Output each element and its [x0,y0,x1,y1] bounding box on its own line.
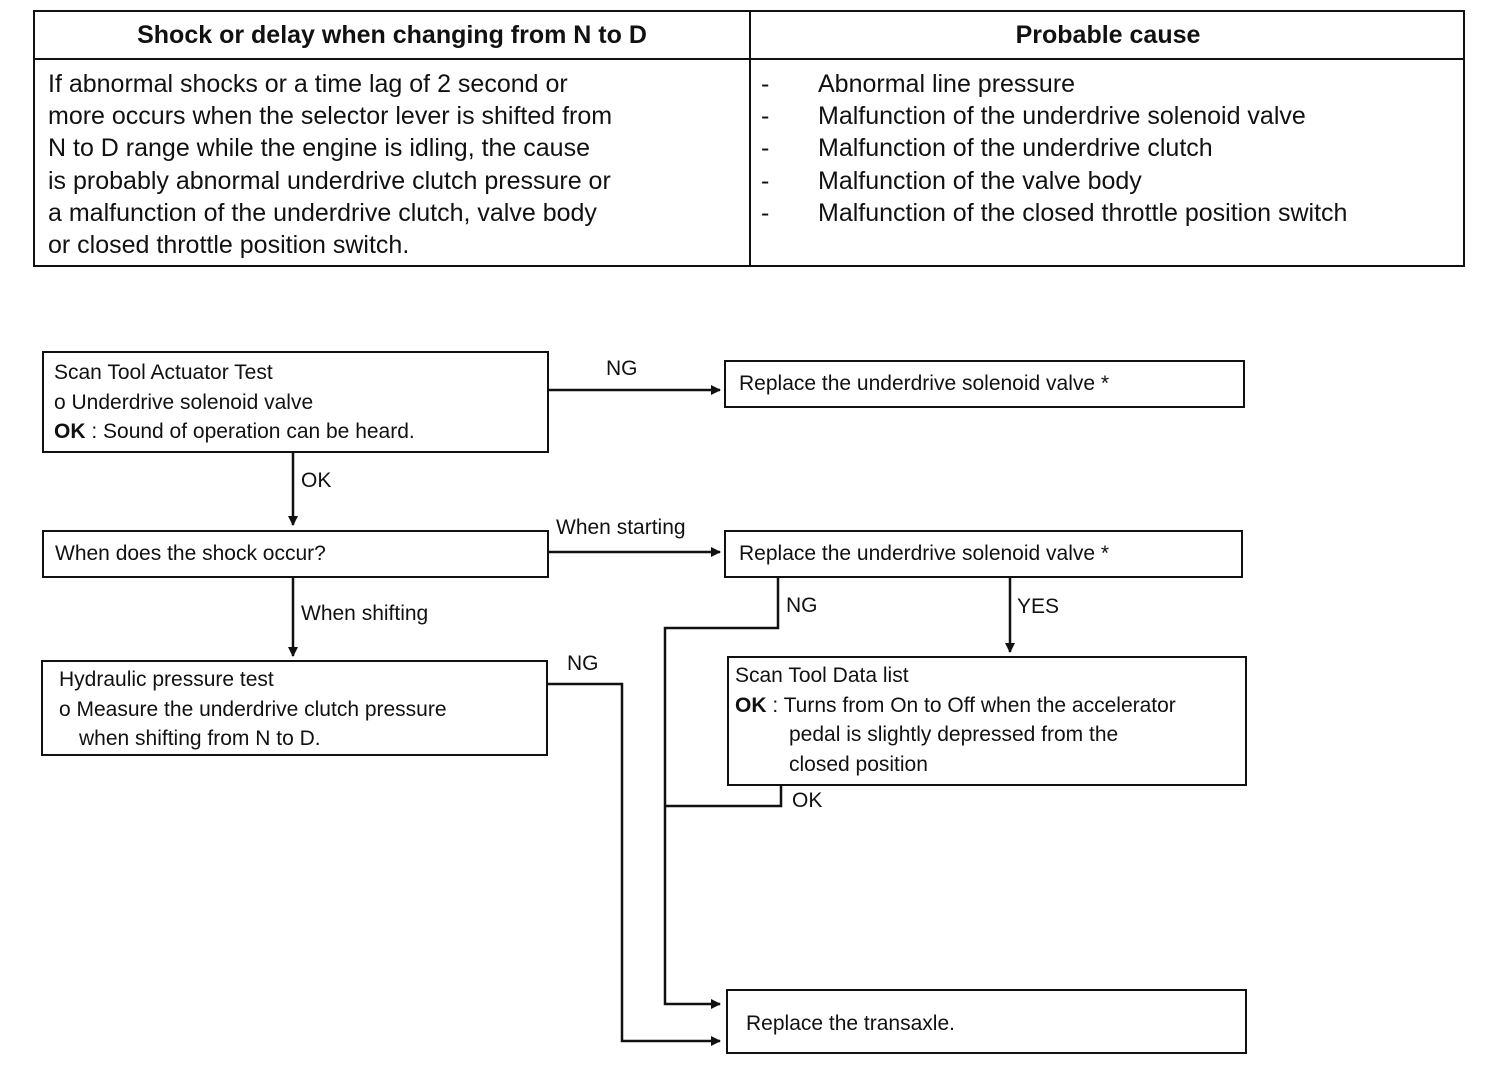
cause-text: Malfunction of the underdrive clutch [818,134,1213,163]
cause-item: - Malfunction of the closed throttle posi… [761,197,1451,229]
shock-question-box: When does the shock occur? [42,530,549,578]
description-line: or closed throttle position switch. [48,231,410,260]
diagnosis-table: Shock or delay when changing from N to D… [33,10,1465,267]
ok-key: OK [54,420,86,443]
description-line: is probably abnormal underdrive clutch p… [48,166,611,195]
actuator-test-item: o Underdrive solenoid valve [54,390,314,414]
bullet-dash: - [761,198,770,227]
hydraulic-test-title: Hydraulic pressure test [59,668,274,691]
table-header-divider [35,58,1463,60]
replace-transaxle-box: Replace the transaxle. [726,989,1247,1054]
ok-sep: : [766,693,784,717]
cause-text: Malfunction of the valve body [818,166,1142,195]
data-list-title: Scan Tool Data list [735,664,909,687]
symptom-header: Shock or delay when changing from N to D [137,21,647,49]
label-when-starting: When starting [556,516,686,539]
probable-cause-header: Probable cause [1015,21,1201,49]
replace-solenoid-box-2: Replace the underdrive solenoid valve * [724,530,1243,578]
ok-text: : Sound of operation can be heard. [85,420,415,443]
ok-text: Turns from On to Off when the accelerato… [783,693,1176,717]
ok-key: OK [735,693,767,717]
data-list-ok-cont: closed position [789,752,928,776]
label-ok-actuator: OK [301,469,332,492]
description-line: a malfunction of the underdrive clutch, … [48,198,597,227]
cause-item: - Malfunction of the underdrive solenoid … [761,100,1451,132]
arrow-solenoid-ng [663,578,780,1009]
label-yes: YES [1017,595,1060,618]
label-when-shifting: When shifting [301,602,429,625]
data-list-ok: OK : Turns from On to Off when the accel… [735,691,1245,721]
arrow-hydraulic-ng [547,682,721,1046]
replace-solenoid-box-1: Replace the underdrive solenoid valve * [724,360,1245,408]
hydraulic-test-item-cont: when shifting from N to D. [79,727,321,750]
label-ng-solenoid: NG [786,594,818,617]
hydraulic-test-box: Hydraulic pressure test o Measure the un… [41,660,548,756]
shock-question-text: When does the shock occur? [55,542,326,565]
bullet-dash: - [761,102,770,131]
description-line: If abnormal shocks or a time lag of 2 se… [48,70,568,98]
symptom-description: If abnormal shocks or a time lag of 2 se… [48,68,738,261]
description-line: N to D range while the engine is idling,… [48,134,590,163]
cause-text: Malfunction of the closed throttle posit… [818,198,1348,227]
replace-solenoid-text-1: Replace the underdrive solenoid valve * [739,372,1110,395]
cause-text: Malfunction of the underdrive solenoid v… [818,102,1306,131]
data-list-box: Scan Tool Data list OK : Turns from On t… [727,656,1247,786]
probable-cause-list: - Abnormal line pressure - Malfunction of … [761,68,1451,229]
cause-item: - Malfunction of the underdrive clutch [761,132,1451,164]
cause-item: - Malfunction of the valve body [761,165,1451,197]
cause-item: - Abnormal line pressure [761,68,1451,100]
data-list-ok-cont: pedal is slightly depressed from the [789,723,1119,746]
replace-solenoid-text-2: Replace the underdrive solenoid valve * [739,542,1110,565]
actuator-test-ok: OK : Sound of operation can be heard. [54,417,547,447]
replace-transaxle-text: Replace the transaxle. [746,1012,955,1035]
bullet-dash: - [761,166,770,195]
actuator-test-box: Scan Tool Actuator Test o Underdrive sol… [42,351,549,453]
description-line: more occurs when the selector lever is s… [48,102,613,131]
hydraulic-test-item: o Measure the underdrive clutch pressure [59,697,447,721]
label-ok-data-list: OK [792,789,823,812]
label-ng-hydraulic: NG [567,652,599,675]
cause-text: Abnormal line pressure [818,70,1076,98]
label-ng-actuator: NG [606,357,638,380]
line-data-list-ok [665,786,783,808]
actuator-test-title: Scan Tool Actuator Test [54,361,273,384]
bullet-dash: - [761,70,770,98]
table-column-divider [749,12,751,265]
bullet-dash: - [761,134,770,163]
